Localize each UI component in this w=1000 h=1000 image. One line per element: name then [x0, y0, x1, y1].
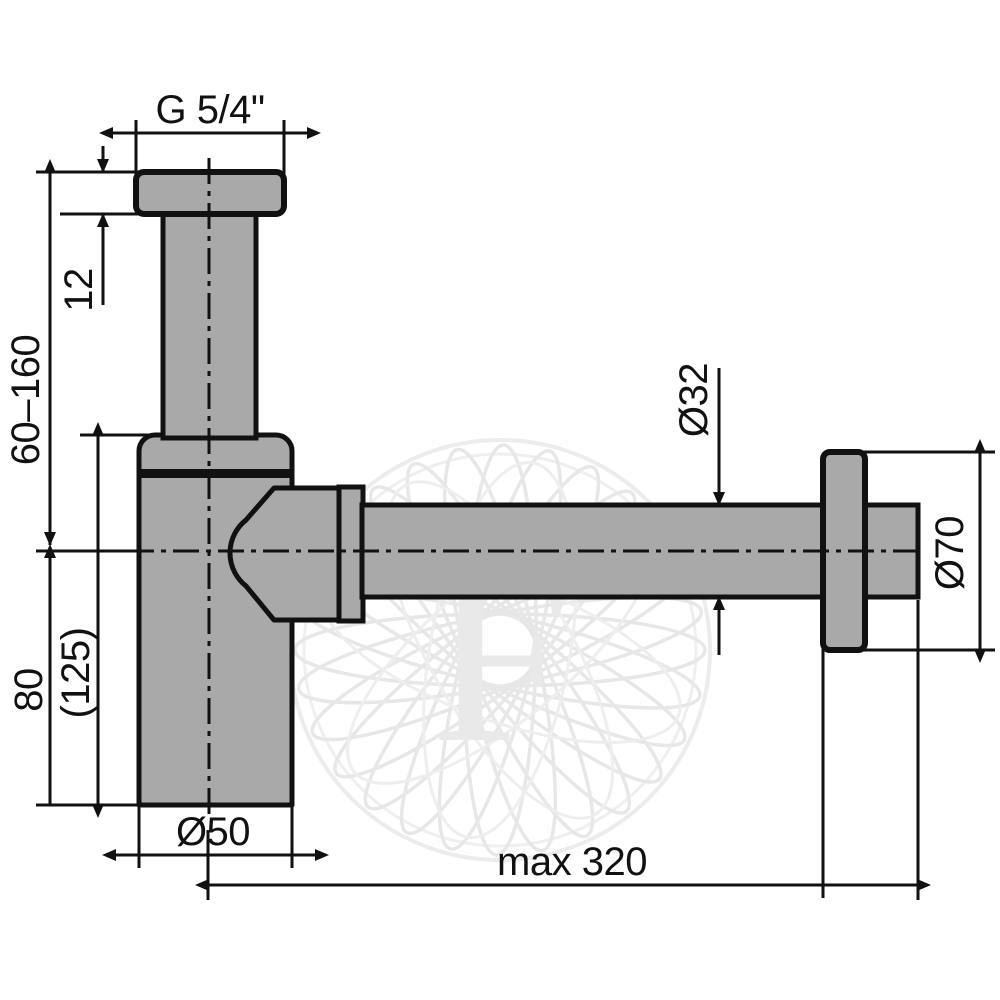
body-seam-band [139, 469, 292, 478]
dimension-height-chain [36, 159, 150, 807]
outlet-cone [227, 485, 342, 623]
dimension-label-height-range: 60–160 [4, 335, 48, 465]
dimension-label-pipe-diameter: Ø32 [672, 363, 716, 437]
dimension-labels: G 5/4" 12 60–160 80 (125) Ø32 Ø70 Ø50 ma… [4, 88, 972, 884]
dimension-label-height-lower: 80 [7, 668, 51, 712]
dimension-label-flange-diameter: Ø70 [928, 516, 972, 590]
dimension-label-max-reach: max 320 [497, 840, 647, 884]
dimension-label-body-diameter: Ø50 [176, 810, 250, 854]
dimension-label-flange-thickness: 12 [57, 268, 101, 312]
dimension-layer [36, 120, 995, 900]
dimension-body-diameter [102, 805, 329, 868]
dimension-max-reach [195, 600, 931, 900]
dimension-body-height [80, 422, 150, 818]
dimension-thread [99, 120, 321, 178]
centrelines [128, 158, 925, 820]
dimension-rosette-diameter [821, 439, 995, 898]
outlet-collar [336, 484, 366, 624]
dimension-label-thread: G 5/4" [155, 88, 264, 132]
dimension-label-body-height: (125) [54, 628, 98, 719]
